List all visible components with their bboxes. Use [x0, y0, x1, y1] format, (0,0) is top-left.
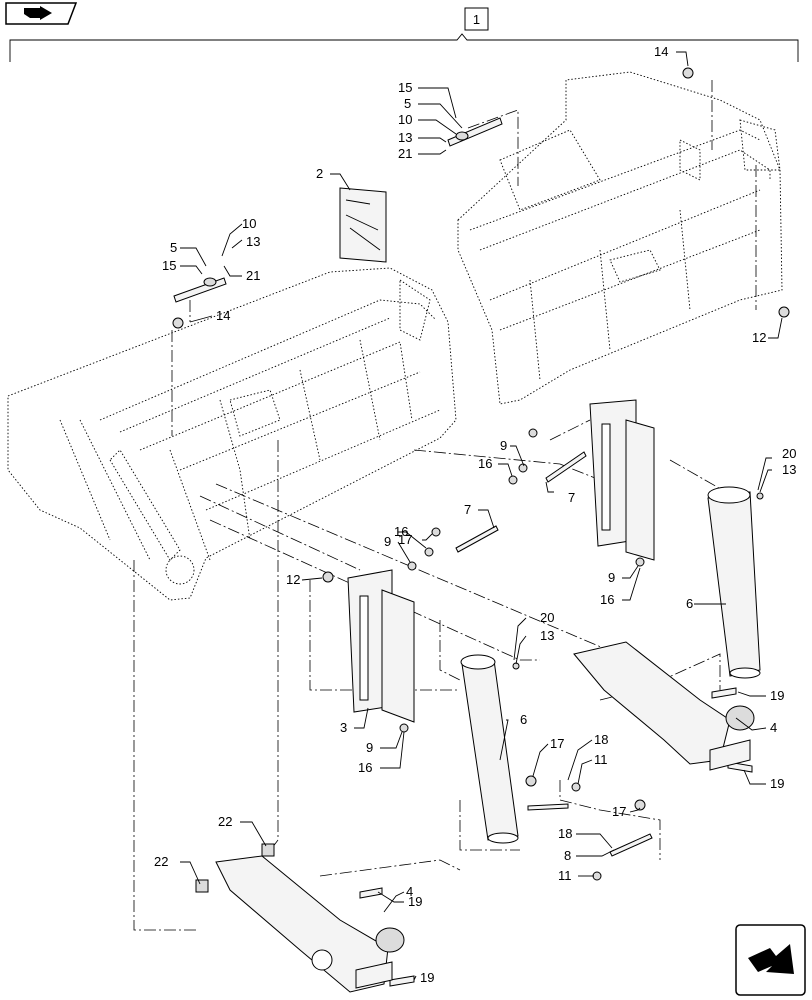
callout-20-right: 20 — [782, 446, 796, 461]
foot-bracket-rear — [573, 641, 755, 771]
callout-22-lower: 22 — [154, 854, 168, 869]
callout-7-left: 7 — [464, 502, 471, 517]
callout-9-rear: 9 — [608, 570, 615, 585]
foot-bracket-front — [215, 855, 405, 993]
alignment-lines — [133, 80, 757, 931]
front-frame — [7, 267, 457, 601]
callout-9-left: 9 — [384, 534, 391, 549]
leader-lines — [180, 51, 783, 981]
callout-17-mid: 17 — [398, 532, 412, 547]
support-tube-front — [460, 654, 519, 844]
callout-11-bottom: 11 — [558, 868, 572, 883]
callout-8: 8 — [564, 848, 571, 863]
callout-12-right: 12 — [752, 330, 766, 345]
callout-16-left: 16 — [394, 524, 408, 539]
callout-20-front: 20 — [540, 610, 554, 625]
callout-13-front: 13 — [540, 628, 554, 643]
callout-4-rear: 4 — [770, 720, 777, 735]
callout-16-rear: 16 — [600, 592, 614, 607]
callout-13-left: 13 — [246, 234, 260, 249]
callout-21-left: 21 — [246, 268, 260, 283]
callout-4-front: 4 — [406, 884, 413, 899]
callout-labels: 14 15 5 10 13 21 2 10 13 5 15 21 14 12 9… — [154, 44, 796, 985]
callout-7-mid: 7 — [568, 490, 575, 505]
callout-14-top: 14 — [654, 44, 668, 59]
callout-17-bottom: 17 — [612, 804, 626, 819]
rear-frame — [457, 71, 783, 405]
assembly-bracket: 1 — [9, 7, 799, 62]
callout-12-left: 12 — [286, 572, 300, 587]
callout-16-mid: 16 — [478, 456, 492, 471]
callout-22-upper: 22 — [218, 814, 232, 829]
callout-11-low: 11 — [594, 752, 608, 767]
assembly-ref-label: 1 — [473, 12, 480, 27]
callout-14-left: 14 — [216, 308, 230, 323]
callout-21-top: 21 — [398, 146, 412, 161]
callout-5-top: 5 — [404, 96, 411, 111]
callout-19-front-a: 19 — [408, 894, 422, 909]
callout-18-bottom: 18 — [558, 826, 572, 841]
pin-left — [173, 277, 227, 303]
callout-13-top: 13 — [398, 130, 412, 145]
callout-9-mid: 9 — [500, 438, 507, 453]
callout-19-rear-a: 19 — [770, 688, 784, 703]
callout-10-left: 10 — [242, 216, 256, 231]
mounting-plate-rear — [589, 399, 655, 561]
callout-15-top: 15 — [398, 80, 412, 95]
callout-3: 3 — [340, 720, 347, 735]
callout-2: 2 — [316, 166, 323, 181]
callout-6-rear: 6 — [686, 596, 693, 611]
book-arrow-icon[interactable] — [5, 2, 78, 25]
callout-10-top: 10 — [398, 112, 412, 127]
decal-plate — [339, 187, 387, 263]
callout-6-front: 6 — [520, 712, 527, 727]
callout-17-low: 17 — [550, 736, 564, 751]
mounting-plate-front — [347, 569, 415, 723]
callout-15-left: 15 — [162, 258, 176, 273]
pin-upper — [447, 117, 503, 147]
callout-16-front: 16 — [358, 760, 372, 775]
callout-18-low: 18 — [594, 732, 608, 747]
callout-9-front: 9 — [366, 740, 373, 755]
callout-19-front-b: 19 — [420, 970, 434, 985]
callout-19-rear-b: 19 — [770, 776, 784, 791]
next-page-arrow-icon[interactable] — [735, 924, 806, 996]
callout-13-right: 13 — [782, 462, 796, 477]
hardware-bolts — [172, 67, 790, 987]
support-tube-rear — [707, 486, 761, 679]
callout-5-left: 5 — [170, 240, 177, 255]
